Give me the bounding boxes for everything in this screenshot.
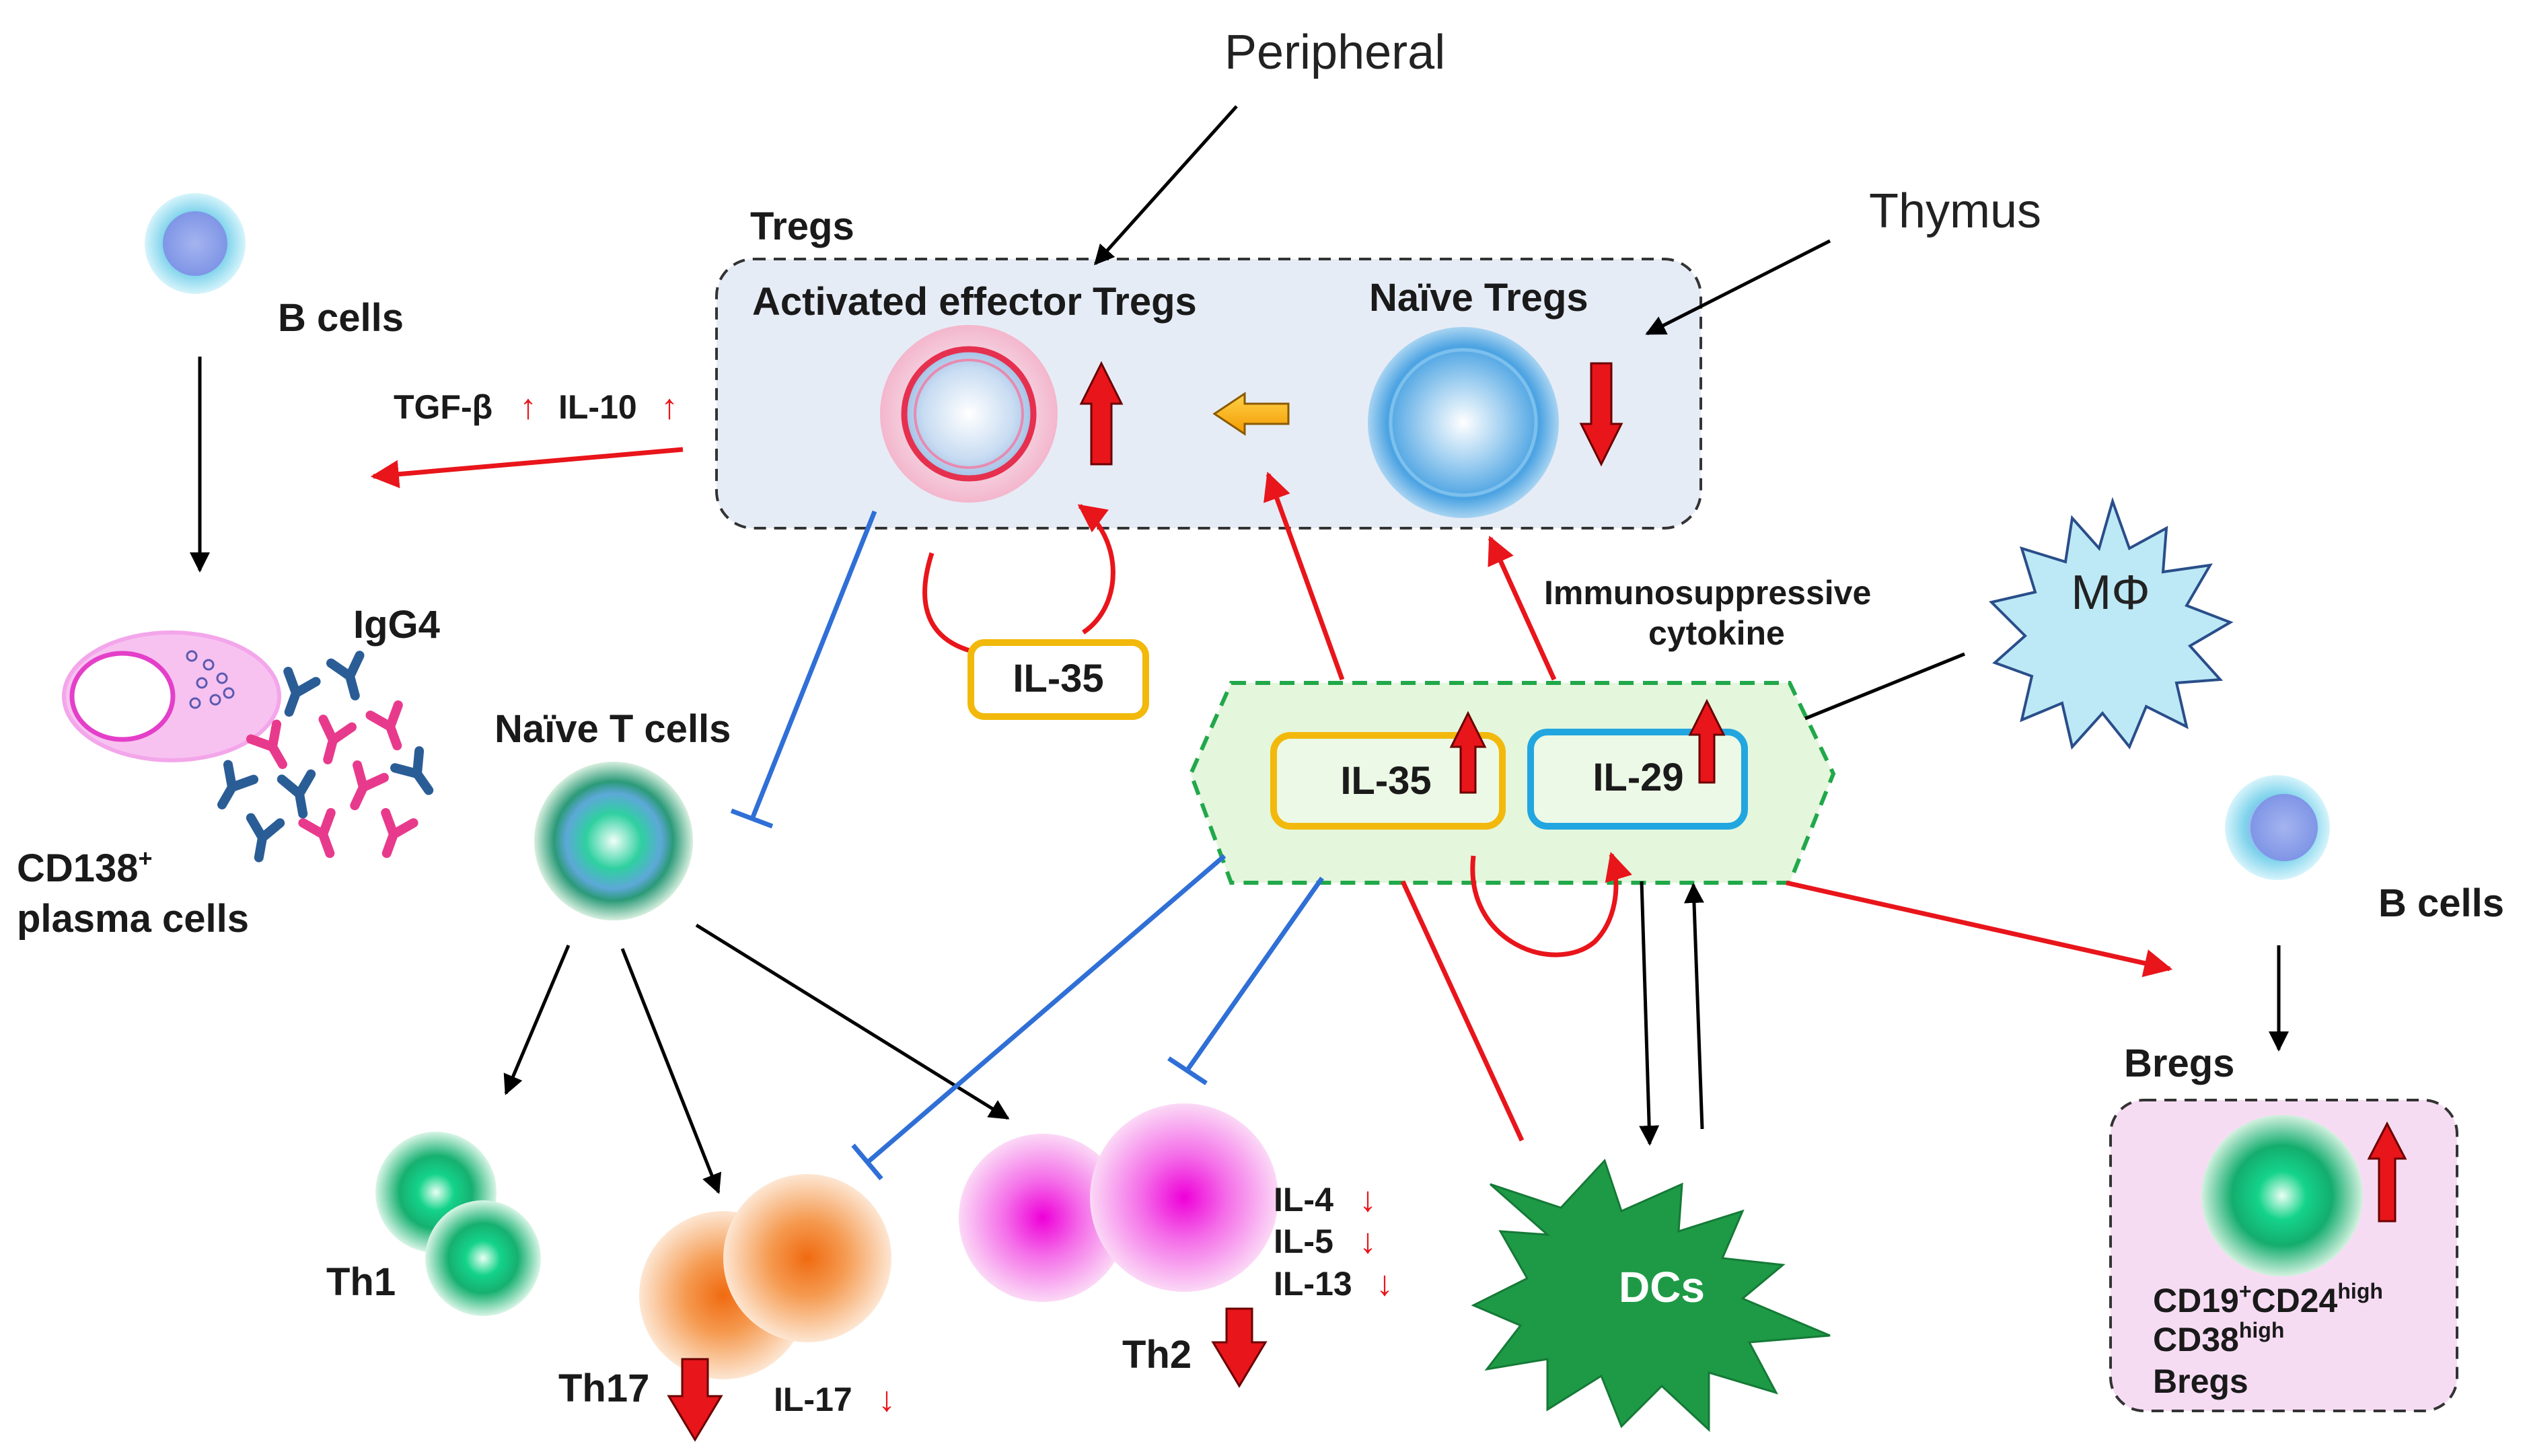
igg4-antibodies [217,651,434,863]
dcs-label: DCs [1619,1263,1705,1311]
tregs-to-b-cells-red-arrow [370,447,684,488]
naive-to-th1-arrow [503,945,571,1095]
cd138-label: CD138+ [17,844,153,890]
il35-loop-box [967,639,1149,720]
il5-label: IL-5 [1274,1223,1333,1260]
il35-up-arrow [1449,711,1487,794]
activated-treg-cell [880,325,1058,503]
tregs-inhibit-naive-t [749,510,877,820]
bregs-marker-line2: CD38high [2153,1318,2284,1358]
breg-cell [2201,1115,2363,1276]
tregs-inhibit-naive-t-bar [730,808,774,829]
bregs-marker-line3: Bregs [2153,1362,2248,1400]
il29-center-box [1527,729,1748,830]
il5-down: ↓ [1359,1222,1377,1261]
b-cells-right-label: B cells [2378,881,2504,925]
il29-self-loop [1470,851,1632,957]
naive-to-th17-arrow [620,948,722,1194]
antibody [298,808,336,859]
tgf-beta-label: TGF-β [394,388,492,426]
hexagon-inhibit-th2-bar [1167,1056,1208,1085]
il17-down: ↓ [878,1380,895,1419]
tgf-beta-up: ↑ [519,388,537,427]
il35-to-activated-tregs-arrow [1264,472,1345,681]
il4-label: IL-4 [1274,1181,1333,1218]
igg4-label: IgG4 [353,603,440,647]
th17-label: Th17 [558,1367,649,1410]
peripheral-arrow [1093,105,1238,266]
bregs-title: Bregs [2124,1042,2234,1085]
naive-t-cells-label: Naïve T cells [495,707,731,751]
th2-cells [959,1103,1278,1302]
naive-tregs-down-arrow [1579,362,1623,467]
il13-down: ↓ [1376,1264,1393,1303]
antibody [246,719,287,769]
il35-center-box [1270,732,1506,830]
bregs-up-arrow [2367,1121,2407,1223]
th1-label: Th1 [326,1260,396,1304]
plasma-cells-label: plasma cells [17,897,249,941]
th17-down-arrow [667,1358,723,1442]
antibody [217,760,259,809]
hexagon-inhibit-th2 [1185,876,1324,1072]
hexagon-inhibit-th17 [866,854,1227,1164]
antibody [390,746,434,795]
activated-effector-tregs-label: Activated effector Tregs [752,280,1197,324]
il29-up-arrow [1688,698,1726,784]
naive-tregs-label: Naïve Tregs [1369,276,1588,320]
hexagon-inhibit-th17-bar [851,1143,883,1181]
antibody [326,651,365,700]
b-cells-left-label: B cells [278,296,404,340]
tregs-group: Tregs Activated effector Tregs Naïve Tre… [715,205,1702,530]
dendritic-cell: DCs [1471,1159,1831,1432]
il35-loop-label: IL-35 [1013,657,1103,700]
macrophage: MΦ [1989,497,2234,750]
thymus-arrow [1645,239,1831,336]
th2-label: Th2 [1122,1333,1192,1377]
naive-t-cell [534,762,693,920]
immunosuppressive-label: Immunosuppressive [1544,574,1871,612]
peripheral-label: Peripheral [1224,26,1445,79]
antibody [246,813,285,863]
il10-label: IL-10 [558,388,637,426]
macrophage-label: MΦ [2071,566,2150,620]
antibody [283,667,321,717]
naive-to-activated-arrow [1212,392,1290,436]
b-cell-left [145,193,246,294]
th2-down-arrow [1211,1307,1268,1388]
naive-treg-cell [1368,327,1559,518]
dcs-to-hexagon-black-arrow [1683,883,1704,1130]
thymus-label: Thymus [1869,184,2041,238]
naive-to-th2-arrow [695,923,1010,1120]
il10-up: ↑ [661,388,678,427]
hexagon-to-b-cells-right-arrow [1786,880,2173,978]
bregs-marker-line1: CD19+CD24high [2153,1279,2383,1319]
il13-label: IL-13 [1274,1265,1352,1303]
hexagon-to-macrophage-line [1804,652,1965,721]
b-cell-right [2225,775,2330,880]
il29-center-label: IL-29 [1593,756,1683,799]
cytokine-label: cytokine [1648,614,1785,652]
antibody [365,700,403,751]
il4-down: ↓ [1359,1180,1377,1219]
tregs-label: Tregs [750,205,854,248]
il35-loop-in [1077,504,1115,634]
il35-center-label: IL-35 [1340,759,1431,803]
th1-cells [375,1132,541,1316]
il35-loop-out [922,552,973,654]
antibody [350,760,389,811]
antibody [277,769,316,819]
antibody [381,808,418,859]
th17-cells [639,1174,891,1379]
antibody [318,715,357,764]
il29-to-naive-tregs-arrow [1488,536,1557,681]
dcs-to-hexagon-red-arrow [1400,880,1525,1142]
plasma-cell [62,630,281,762]
hexagon-to-dcs-arrow [1639,881,1660,1146]
il17-label: IL-17 [774,1381,852,1418]
activated-tregs-up-arrow-shape [1079,361,1124,466]
